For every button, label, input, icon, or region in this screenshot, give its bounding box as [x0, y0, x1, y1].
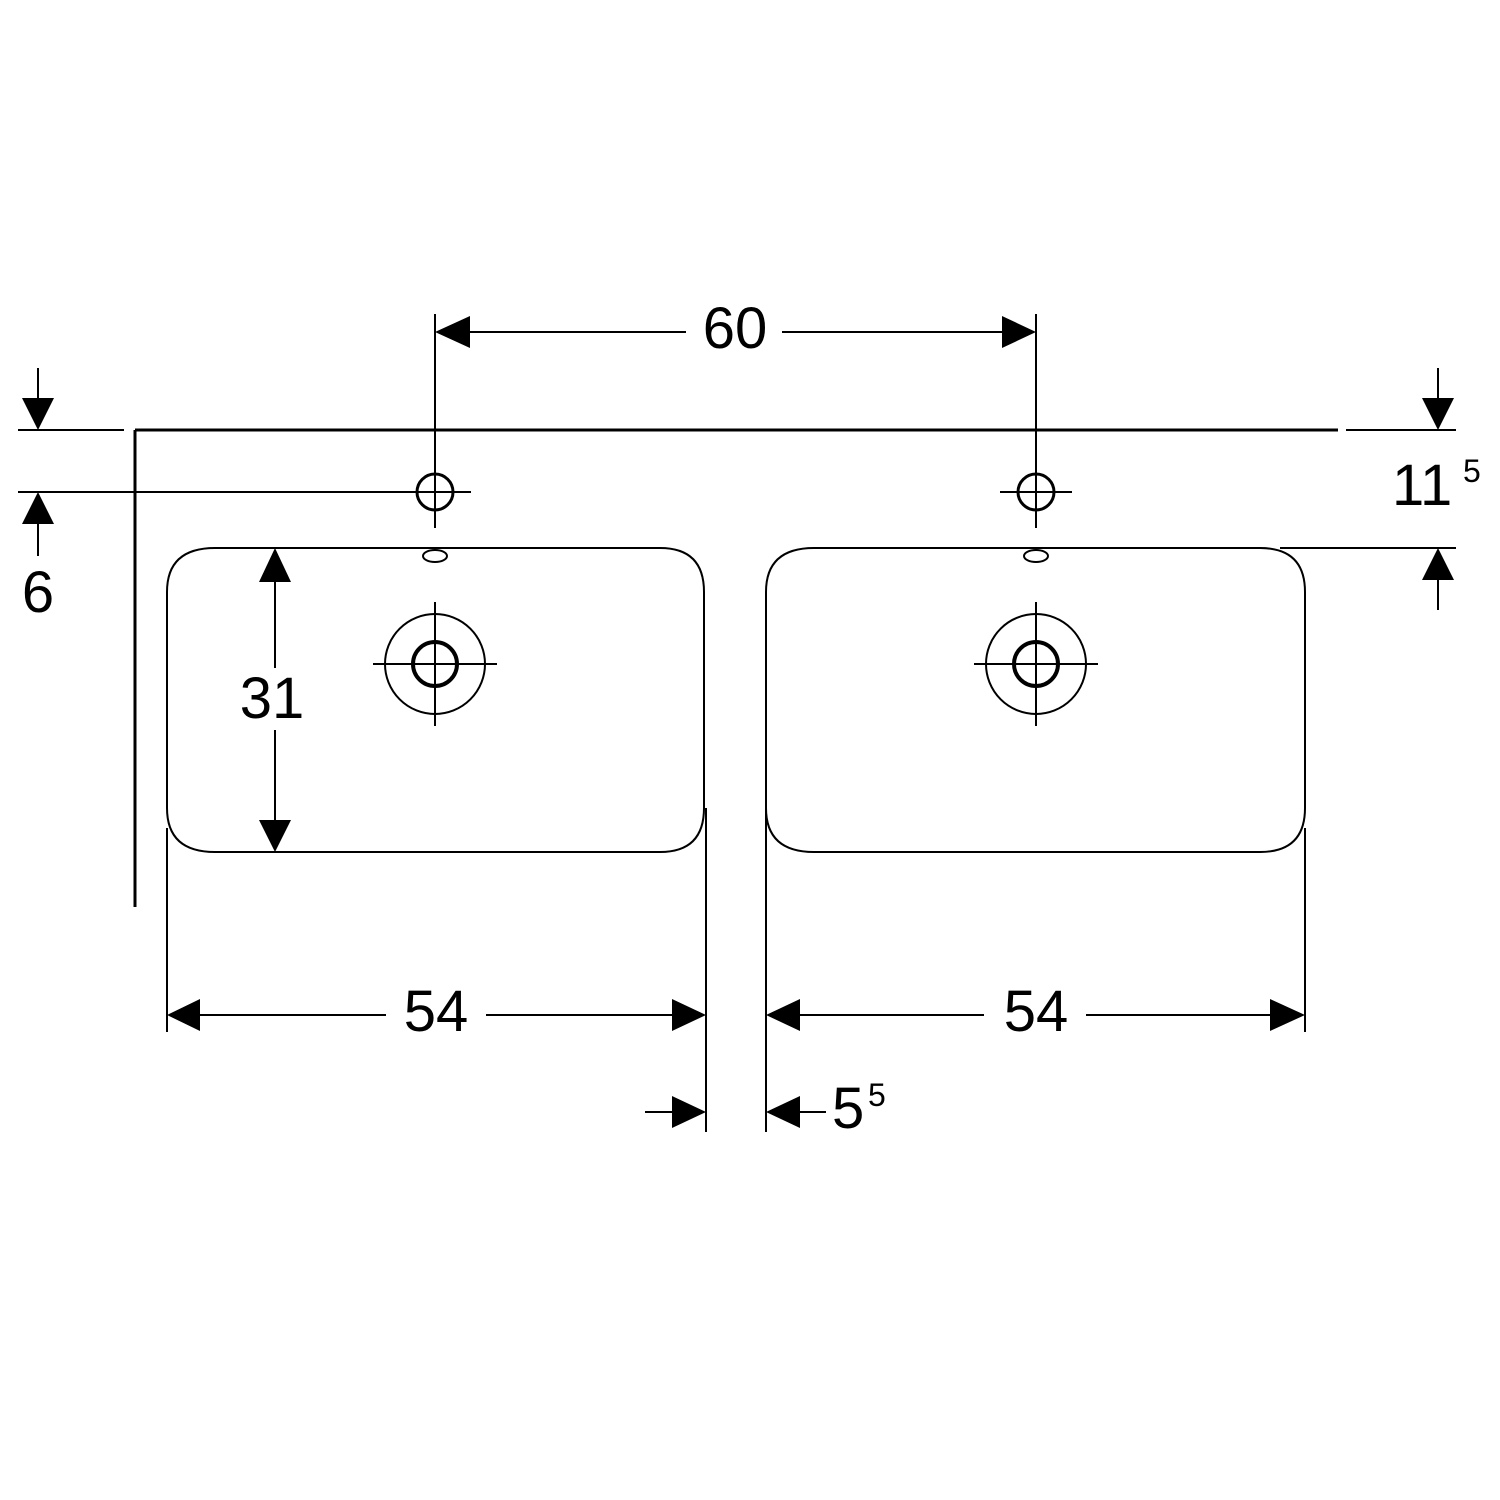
right-drain [974, 602, 1098, 726]
right-bowl-width-label: 54 [1004, 979, 1069, 1044]
basin-depth-dimension: 31 [240, 548, 305, 852]
bowl-gap-superscript: 5 [868, 1077, 886, 1113]
basin-top-outline [133, 428, 1338, 907]
basin-depth-label: 31 [240, 666, 305, 731]
bowl-gap-label: 5 [832, 1076, 864, 1141]
bowl-gap-dimension: 5 5 [645, 1076, 886, 1141]
left-drain [373, 602, 497, 726]
tap-spacing-label: 60 [703, 296, 768, 361]
right-overflow-hole [1023, 549, 1049, 563]
left-tap-hole [385, 428, 471, 528]
right-bowl-width-dimension: 54 [765, 808, 1306, 1132]
tap-spacing-dimension: 60 [434, 296, 1037, 448]
left-bowl-width-dimension: 54 [166, 808, 707, 1132]
rear-to-basin-label: 11 [1392, 453, 1452, 518]
left-overflow-hole [422, 549, 448, 563]
rear-to-basin-dimension: 11 5 [1280, 368, 1481, 610]
left-bowl-outline [166, 547, 705, 853]
right-bowl-outline [765, 547, 1306, 853]
rear-to-tap-hole-label: 6 [22, 560, 54, 625]
rear-to-tap-hole-dimension: 6 [18, 368, 386, 625]
rear-to-basin-superscript: 5 [1463, 453, 1481, 489]
left-bowl-width-label: 54 [404, 979, 469, 1044]
